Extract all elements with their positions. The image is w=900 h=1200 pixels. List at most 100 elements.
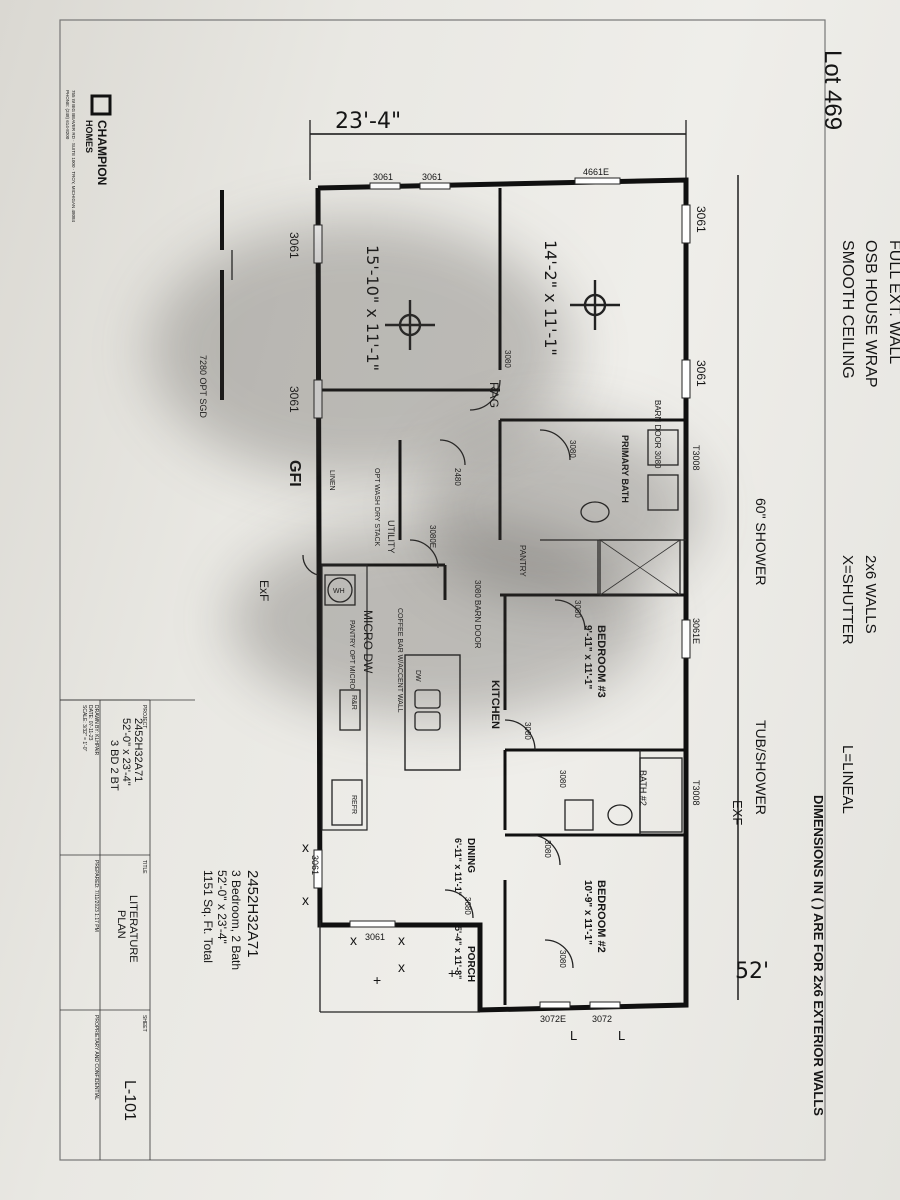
window-t3008-primary: T3008 — [691, 445, 701, 471]
door-3080-bedroom3: 3080 — [573, 600, 582, 618]
plan-model: 2452H32A71 — [244, 870, 261, 958]
handwritten-notes: Lot 469 FULL EXT. WALL OSB HOUSE WRAP SM… — [730, 50, 900, 825]
opt-sgd-detail: 7280 OPT SGD — [198, 190, 233, 418]
tb-title2: PLAN — [115, 910, 127, 939]
tb-scale: SCALE: 3/32" = 1'-0" — [81, 705, 87, 752]
brand-phone: PHONE: (248) 614-8200 — [65, 90, 70, 140]
tb-drawn: DRAWN BY: KLHPAIR — [93, 705, 99, 756]
window-labels: 3061 3061 4661E 3061E T3008 T3008 3072E … — [310, 167, 701, 1024]
svg-text:x: x — [350, 932, 357, 948]
legend-shutter: X=SHUTTER — [839, 555, 856, 645]
dim-living-room: 15'-10" x 11'-1" — [363, 245, 382, 371]
window-4661e: 4661E — [583, 167, 609, 177]
window-3061-b: 3061 — [422, 172, 442, 182]
vanity-sink-1 — [647, 429, 679, 466]
hw-window-4: 3061 — [694, 360, 708, 387]
kitchen-counter — [321, 564, 368, 831]
svg-text:x: x — [302, 892, 309, 908]
note-house-wrap: OSB HOUSE WRAP — [862, 240, 879, 388]
hw-window-2: 3061 — [287, 386, 301, 413]
vanity-sink-2 — [647, 474, 679, 511]
shower-60 — [599, 539, 681, 596]
room-bedroom3-dim: 9'-11" x 11'-1" — [582, 625, 593, 690]
door-3080-bedroom2: 3080 — [543, 840, 552, 858]
room-bath2: BATH #2 — [638, 770, 648, 806]
note-exf-bath: EXF — [730, 800, 745, 825]
note-ceiling: SMOOTH CEILING — [839, 240, 856, 379]
refrigerator — [331, 779, 363, 826]
vanity-bath2 — [564, 799, 594, 831]
title-block: PROJECT 2452H32A71 52'-0" x 23'-4" 3 BD … — [60, 699, 151, 1160]
tb-sheet-label: SHEET — [141, 1015, 147, 1032]
door-3080-hall: 3080 — [523, 722, 532, 740]
legend-lineal: L=LINEAL — [839, 745, 856, 814]
handwritten-length-dim: 52' — [735, 959, 769, 984]
fan-primary — [570, 280, 620, 330]
hw-gfi: GFI — [286, 460, 303, 487]
window-3072: 3072 — [592, 1014, 612, 1024]
room-pantry: PANTRY — [518, 545, 527, 577]
range-label: R&R — [350, 695, 357, 710]
note-tub: TUB/SHOWER — [753, 720, 769, 815]
brand-address: 755 W BIG BEAVER RD · SUITE 1000 · TROY,… — [71, 90, 76, 223]
sheet-border — [59, 19, 826, 1161]
floor-plan: WH REFR R&R — [257, 167, 708, 1043]
kitchen-island — [404, 654, 461, 771]
window-3061-porch: 3061 — [365, 932, 385, 942]
note-ext-wall: FULL EXT. WALL — [886, 240, 900, 364]
label-pantry-opt: PANTRY OPT MICRO — [348, 620, 355, 690]
toilet-primary — [580, 501, 610, 523]
legend-walls: 2x6 WALLS — [862, 555, 879, 634]
window-3061e: 3061E — [691, 618, 701, 644]
hw-exf-util: ExF — [257, 580, 271, 601]
toilet-bath2 — [607, 804, 633, 826]
label-opt-wash: OPT WASH DRY STACK — [373, 468, 380, 547]
tb-project-label: PROJECT — [141, 705, 147, 728]
sink-basin-1 — [414, 689, 441, 709]
hw-rag: RAG — [487, 382, 501, 408]
note-shower: 60" SHOWER — [753, 498, 769, 585]
brand-name: CHAMPION — [95, 120, 109, 185]
hw-window-1: 3061 — [287, 232, 301, 259]
barn-door-kitchen: 3080 BARN DOOR — [473, 580, 482, 649]
window-t3008-bath2: T3008 — [691, 780, 701, 806]
handwritten-width-dim: 23'-4" — [335, 109, 401, 134]
window-3061-a: 3061 — [373, 172, 393, 182]
sink-basin-2 — [414, 711, 441, 731]
dimensions-note: DIMENSIONS IN ( ) ARE FOR 2x6 EXTERIOR W… — [811, 795, 826, 1116]
room-dining-dim: 6'-11" x 11'-1" — [453, 838, 463, 896]
range — [339, 689, 361, 731]
tb-prepared: PREPARED: 7/11/2023 1:17 PM — [93, 860, 99, 932]
room-kitchen: KITCHEN — [489, 680, 501, 729]
room-porch-dim: 5'-4" x 11'-8" — [453, 926, 463, 979]
hw-window-3: 3061 — [694, 206, 708, 233]
svg-text:L: L — [618, 1028, 625, 1043]
tb-size: 52'-0" x 23'-4" — [120, 718, 132, 786]
room-utility: UTILITY — [386, 520, 396, 554]
tb-date: DATE: 07-11-23 — [87, 705, 93, 741]
brand-sub: HOMES — [84, 120, 94, 153]
door-3080-primary: 3080 — [503, 350, 512, 368]
door-3080-bath2: 3080 — [558, 770, 567, 788]
svg-text:+: + — [448, 965, 456, 981]
water-heater — [327, 577, 353, 603]
tb-title1: LITERATURE — [127, 895, 139, 963]
opt-sgd-label: 7280 OPT SGD — [198, 355, 208, 418]
handwritten-window-labels: 3061 3061 3061 3061 RAG GFI ExF MICRO DW — [257, 206, 708, 674]
tb-beds: 3 BD 2 BT — [108, 740, 120, 791]
refr-label: REFR — [350, 795, 357, 814]
label-linen: LINEN — [328, 470, 335, 491]
door-3080e: 3080E — [428, 525, 437, 548]
tb-proprietary: PROPRIETARY AND CONFIDENTIAL — [93, 1015, 99, 1100]
svg-text:x: x — [302, 839, 309, 855]
window-3061-dining: 3061 — [310, 855, 320, 875]
svg-text:x: x — [398, 932, 405, 948]
tb-sheet: L-101 — [121, 1080, 138, 1121]
tub-shower — [639, 757, 683, 833]
barn-door-primary: BARN DOOR 3080 — [653, 400, 662, 469]
label-dw: DW — [414, 670, 421, 682]
svg-text:+: + — [373, 972, 381, 988]
dim-primary-bedroom: 14'-2" x 11'-1" — [541, 240, 560, 356]
